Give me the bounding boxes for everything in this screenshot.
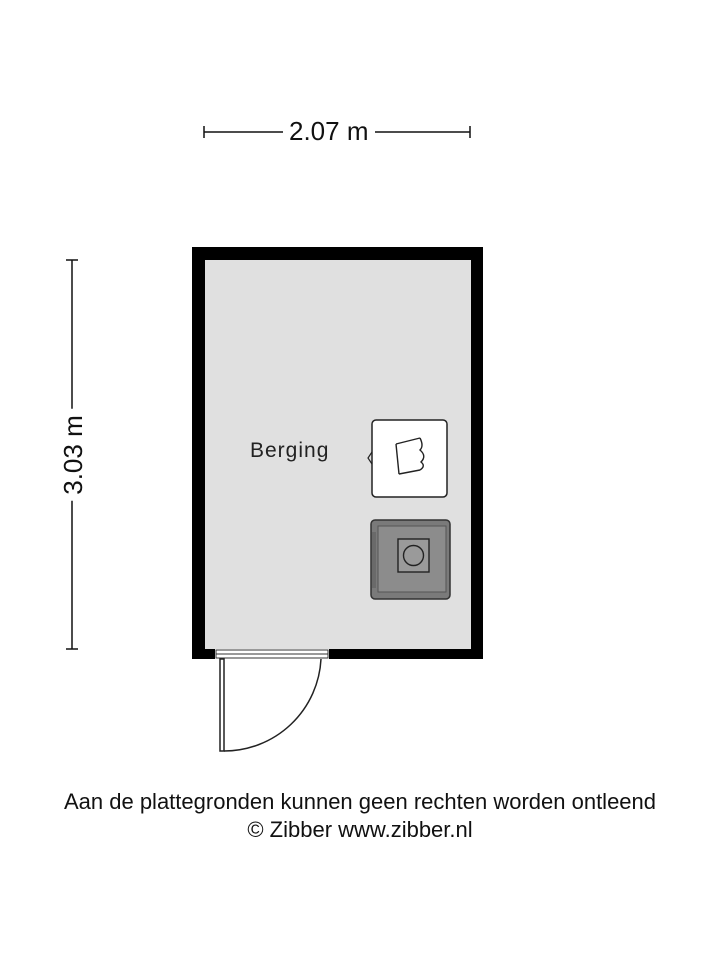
door[interactable] [215, 649, 329, 752]
footer-copyright: © Zibber www.zibber.nl [247, 817, 473, 842]
footer-disclaimer: Aan de plattegronden kunnen geen rechten… [63, 789, 657, 814]
tumble-dryer-icon [367, 419, 448, 498]
room-label-berging: Berging [250, 439, 330, 462]
height-dimension-label: 3.03 m [58, 409, 88, 501]
width-dimension-label: 2.07 m [283, 118, 375, 144]
washing-machine-icon [370, 519, 451, 600]
